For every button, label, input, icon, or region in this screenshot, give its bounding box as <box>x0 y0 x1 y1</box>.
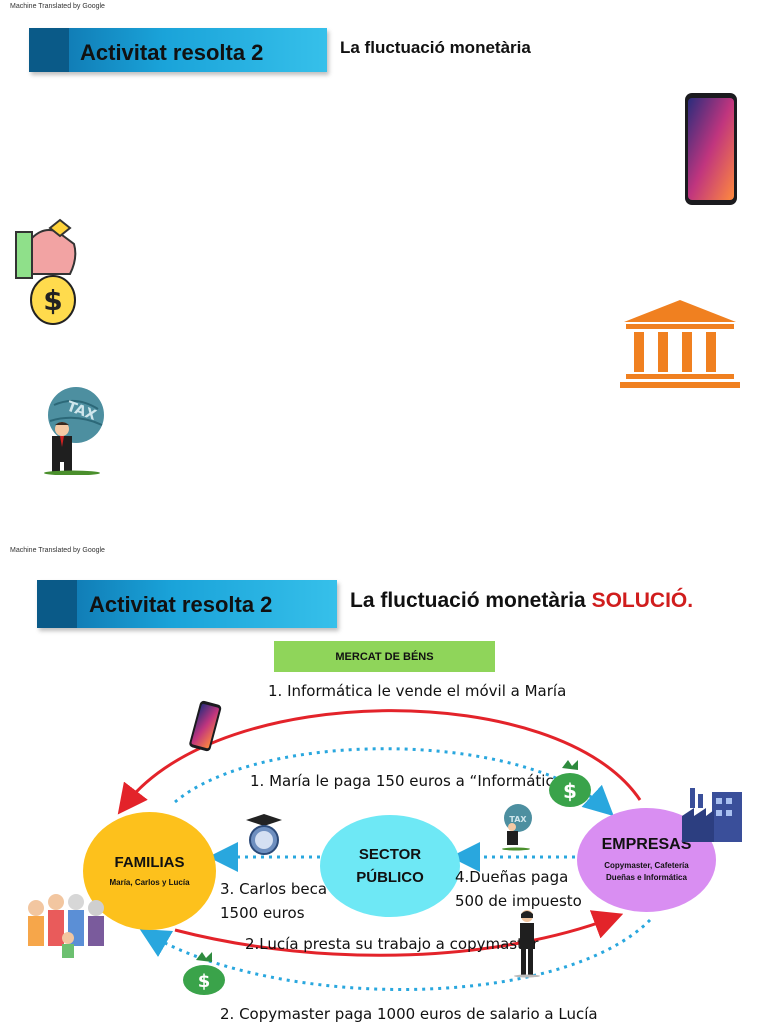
svg-text:$: $ <box>43 284 62 317</box>
slide-subtitle-2: La fluctuació monetària SOLUCIÓ. <box>350 589 694 612</box>
flow-label-3a: 3. Carlos beca <box>220 880 328 898</box>
watermark-2: Machine Translated by Google <box>10 547 105 554</box>
factory-icon <box>682 788 742 842</box>
sector-label-1: SECTOR <box>358 846 422 863</box>
empresas-label: EMPRESAS <box>601 836 692 853</box>
solution-label: SOLUCIÓ. <box>591 589 694 612</box>
sector-label-2: PÚBLICO <box>356 869 424 886</box>
slide-subtitle: La fluctuació monetària <box>340 38 531 57</box>
familias-members: María, Carlos y Lucía <box>109 877 190 887</box>
money-hand-icon: $ <box>15 218 77 325</box>
flow-label-1: 1. Informática le vende el móvil a María <box>268 682 567 700</box>
flow-label-4a: 4.Dueñas paga <box>455 868 569 886</box>
flow-label-3b: 1500 euros <box>220 904 305 922</box>
flow-label-6: 2. Copymaster paga 1000 euros de salario… <box>220 1005 598 1023</box>
scholarship-icon <box>246 814 282 855</box>
tax-man-icon: TAX <box>44 387 104 475</box>
slide-title: Activitat resolta 2 <box>80 40 264 65</box>
market-label: MERCAT DE BÉNS <box>274 641 495 672</box>
svg-text:TAX: TAX <box>509 815 527 824</box>
watermark: Machine Translated by Google <box>10 3 105 10</box>
phone-icon-small <box>189 700 222 752</box>
familias-bubble: FAMILIAS María, Carlos y Lucía <box>83 812 216 930</box>
bank-icon <box>620 300 740 388</box>
phone-icon <box>685 93 737 205</box>
money-bag-icon: $ <box>549 760 591 807</box>
worker-icon <box>514 910 540 978</box>
title-banner <box>29 28 327 72</box>
sector-publico-bubble: SECTOR PÚBLICO <box>320 815 460 917</box>
svg-text:$: $ <box>198 971 211 992</box>
flow-label-2: 1. María le paga 150 euros a “Informátic… <box>250 772 571 790</box>
slide-title-2: Activitat resolta 2 <box>89 592 273 617</box>
money-bag-icon-2: $ <box>183 952 225 995</box>
familias-label: FAMILIAS <box>114 853 185 871</box>
flow-label-4b: 500 de impuesto <box>455 892 582 910</box>
svg-text:$: $ <box>563 779 577 803</box>
family-icon <box>28 894 104 958</box>
flow-label-5: 2.Lucía presta su trabajo a copymaster <box>245 935 539 953</box>
title-banner-2 <box>37 580 337 628</box>
tax-icon-small: TAX <box>502 804 532 851</box>
flow-arrows <box>117 709 652 991</box>
